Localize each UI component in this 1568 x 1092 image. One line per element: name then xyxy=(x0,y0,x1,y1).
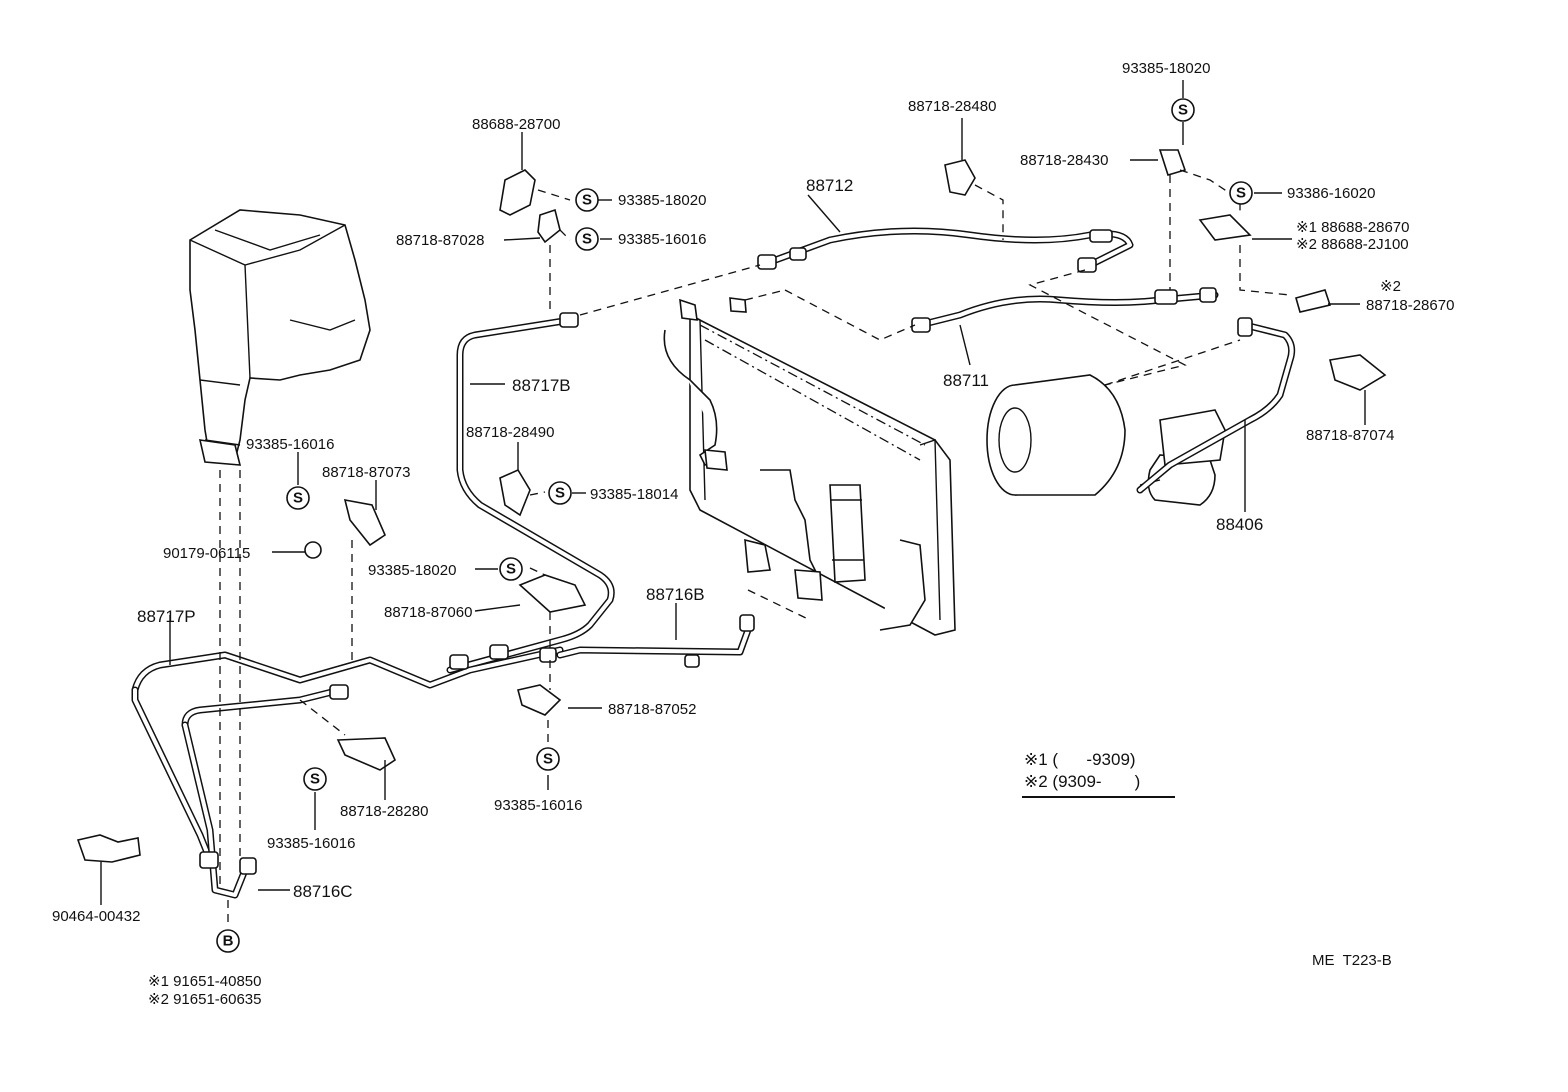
label-88718-87060: 88718-87060 xyxy=(384,604,472,621)
pipe-88712 xyxy=(766,227,1134,269)
label-93385-16016-c: 93385-16016 xyxy=(494,797,582,814)
label-93386-16020: 93386-16020 xyxy=(1287,185,1375,202)
svg-text:S: S xyxy=(543,751,553,768)
label-93385-18020-a: 93385-18020 xyxy=(618,192,706,209)
label-note1-88688-28670: ※1 88688-28670 xyxy=(1296,219,1410,236)
label-88718-87073: 88718-87073 xyxy=(322,464,410,481)
legend-row-2: ※2 (9309- ) xyxy=(1024,772,1140,791)
s-symbol-8: S xyxy=(536,747,560,771)
label-88718-28670: 88718-28670 xyxy=(1366,297,1454,314)
label-88718-87052: 88718-87052 xyxy=(608,701,696,718)
leader-lines xyxy=(100,80,1366,905)
label-88718-87074: 88718-87074 xyxy=(1306,427,1394,444)
condenser-illustration xyxy=(663,297,956,636)
label-88718-87028: 88718-87028 xyxy=(396,232,484,249)
label-90179-06115: 90179-06115 xyxy=(163,545,250,562)
b-symbol: B xyxy=(216,929,240,953)
svg-text:S: S xyxy=(293,490,303,507)
label-note1-91651-40850: ※1 91651-40850 xyxy=(148,973,262,990)
svg-text:S: S xyxy=(582,192,592,209)
legend-row-1: ※1 ( -9309) xyxy=(1024,750,1136,769)
label-93385-16016-d: 93385-16016 xyxy=(267,835,355,852)
dashed-connectors xyxy=(219,169,1291,928)
pipe-88716c xyxy=(181,686,344,899)
svg-text:S: S xyxy=(310,771,320,788)
label-88717p: 88717P xyxy=(137,607,196,626)
s-symbol-3: S xyxy=(1171,98,1195,122)
label-88406: 88406 xyxy=(1216,515,1263,534)
pipe-88406 xyxy=(1136,321,1296,494)
label-88718-28280: 88718-28280 xyxy=(340,803,428,820)
label-93385-16016-a: 93385-16016 xyxy=(618,231,706,248)
engine-block-illustration xyxy=(189,209,371,461)
svg-text:S: S xyxy=(1178,102,1188,119)
label-88717b: 88717B xyxy=(512,376,571,395)
label-88712: 88712 xyxy=(806,176,853,195)
s-symbol-7: S xyxy=(499,557,523,581)
label-note2-88688-2j100: ※2 88688-2J100 xyxy=(1296,236,1409,253)
diagram-code: ME T223-B xyxy=(1312,952,1392,969)
label-88718-28490: 88718-28490 xyxy=(466,424,554,441)
compressor-illustration xyxy=(986,374,1226,506)
label-note2-mark: ※2 xyxy=(1380,278,1401,295)
pipe-88717p xyxy=(131,646,564,864)
date-legend: ※1 ( -9309) ※2 (9309- ) xyxy=(1022,750,1175,798)
label-93385-16016-b: 93385-16016 xyxy=(246,436,334,453)
label-88718-28480: 88718-28480 xyxy=(908,98,996,115)
pipe-fittings xyxy=(199,229,1253,875)
svg-text:B: B xyxy=(223,933,234,950)
label-93385-18020-b: 93385-18020 xyxy=(1122,60,1210,77)
label-93385-18020-c: 93385-18020 xyxy=(368,562,456,579)
pipe-88716b xyxy=(556,626,752,659)
s-symbol-1: S xyxy=(575,188,599,212)
svg-text:S: S xyxy=(1236,185,1246,202)
svg-text:S: S xyxy=(582,231,592,248)
svg-text:S: S xyxy=(555,485,565,502)
label-note2-91651-60635: ※2 91651-60635 xyxy=(148,991,262,1008)
clamps-and-brackets xyxy=(76,149,1387,863)
label-88716b: 88716B xyxy=(646,585,705,604)
label-88718-28430: 88718-28430 xyxy=(1020,152,1108,169)
s-symbol-4: S xyxy=(1229,181,1253,205)
s-symbol-9: S xyxy=(303,767,327,791)
s-symbol-6: S xyxy=(286,486,310,510)
label-88711: 88711 xyxy=(943,371,989,390)
label-90464-00432: 90464-00432 xyxy=(52,908,140,925)
svg-text:S: S xyxy=(506,561,516,578)
s-symbol-2: S xyxy=(575,227,599,251)
label-88716c: 88716C xyxy=(293,882,353,901)
label-93385-18014: 93385-18014 xyxy=(590,486,678,503)
label-88688-28700: 88688-28700 xyxy=(472,116,560,133)
s-symbol-5: S xyxy=(548,481,572,505)
pipe-88717b xyxy=(446,316,615,674)
